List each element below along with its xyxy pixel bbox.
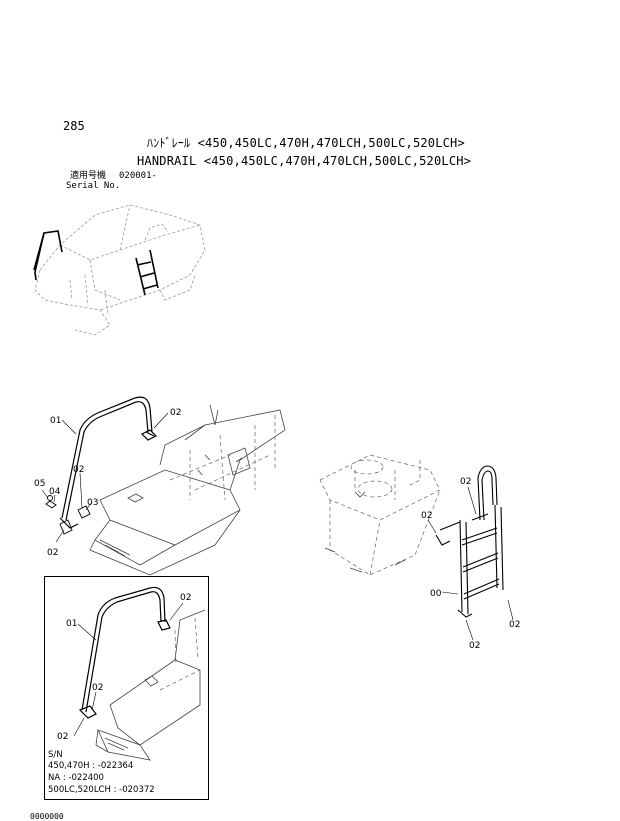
svg-text:02: 02 (469, 641, 480, 651)
left-leader-lines (41, 412, 169, 543)
left-handrail-01 (59, 396, 158, 529)
left-callouts: 01 02 05 04 02 03 02 (34, 408, 181, 558)
svg-text:00: 00 (430, 589, 442, 599)
overview-handrail (33, 230, 159, 296)
inset-note-line2: 450,470H : -022364 (48, 761, 134, 771)
left-tank-hidden-lines (169, 415, 276, 501)
right-tank-body (319, 454, 441, 576)
inset-callouts: 01 02 02 02 (57, 593, 191, 742)
right-tank-details (324, 491, 406, 573)
svg-text:02: 02 (460, 477, 471, 487)
svg-text:04: 04 (49, 487, 61, 497)
right-ladder-00 (435, 465, 504, 618)
title-japanese: ﾊﾝﾄﾞﾚｰﾙ <450,450LC,470H,470LCH,500LC,520… (147, 136, 465, 150)
svg-text:02: 02 (92, 683, 103, 693)
inset-handrail-01 (78, 586, 171, 719)
page-number: 285 (63, 119, 85, 133)
svg-text:02: 02 (57, 732, 68, 742)
left-tank-body (89, 404, 286, 576)
inset-note-line3: NA : -022400 (48, 773, 104, 783)
inset-leader-lines (73, 602, 184, 737)
inset-note-line4: 500LC,520LCH : -020372 (48, 785, 155, 795)
svg-text:02: 02 (47, 548, 58, 558)
left-hardware (45, 495, 91, 535)
inset-tank-body (95, 609, 206, 761)
right-callouts: 02 02 00 02 02 (421, 477, 520, 651)
serial-value: 020001- (119, 171, 157, 181)
inset-note-line1: S/N (48, 750, 63, 760)
title-english: HANDRAIL <450,450LC,470H,470LCH,500LC,52… (137, 154, 472, 168)
svg-text:01: 01 (50, 416, 61, 426)
serial-label-japanese: 適用号機 (70, 171, 107, 181)
svg-text:02: 02 (180, 593, 191, 603)
svg-text:05: 05 (34, 479, 45, 489)
svg-text:02: 02 (421, 511, 432, 521)
svg-text:02: 02 (73, 465, 84, 475)
right-leader-lines (427, 486, 514, 641)
svg-text:03: 03 (87, 498, 98, 508)
inset-frame (44, 576, 209, 800)
svg-text:02: 02 (509, 620, 520, 630)
inset-hidden-lines (159, 617, 201, 691)
serial-label-english: Serial No. (66, 181, 121, 191)
machine-overview-sketch (34, 204, 206, 336)
svg-text:01: 01 (66, 619, 77, 629)
svg-text:02: 02 (170, 408, 181, 418)
